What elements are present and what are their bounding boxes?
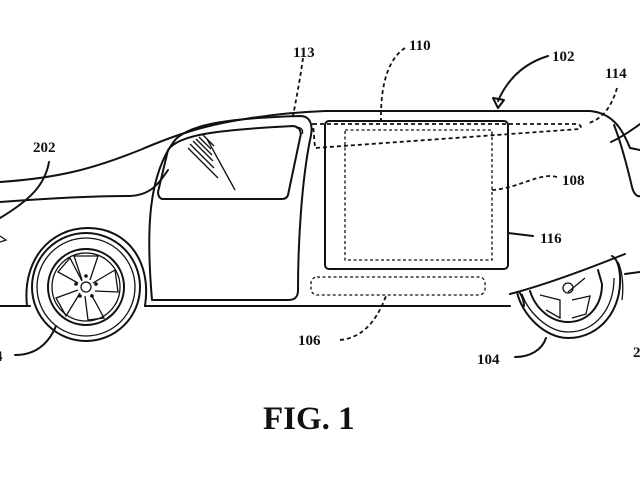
side-panel-116 xyxy=(324,120,509,270)
front-door xyxy=(148,115,313,301)
label-202: 202 xyxy=(33,140,56,156)
roof-panel-110 xyxy=(312,123,582,149)
leader-lines xyxy=(0,47,618,358)
label-116: 116 xyxy=(540,231,562,247)
label-104-left: 104 xyxy=(0,349,3,365)
front-wheel xyxy=(31,232,141,342)
label-104-right: 104 xyxy=(477,352,500,368)
label-113: 113 xyxy=(293,45,315,61)
inner-panel-108 xyxy=(344,129,493,261)
label-114: 114 xyxy=(605,66,627,82)
label-110: 110 xyxy=(409,38,431,54)
label-108: 108 xyxy=(562,173,585,189)
label-106: 106 xyxy=(298,333,321,349)
label-102: 102 xyxy=(552,49,575,65)
figure-title: FIG. 1 xyxy=(263,401,355,437)
rear-wheel xyxy=(516,255,624,339)
label-2-cut: 2 xyxy=(633,345,640,361)
under-panel-106 xyxy=(310,276,486,296)
